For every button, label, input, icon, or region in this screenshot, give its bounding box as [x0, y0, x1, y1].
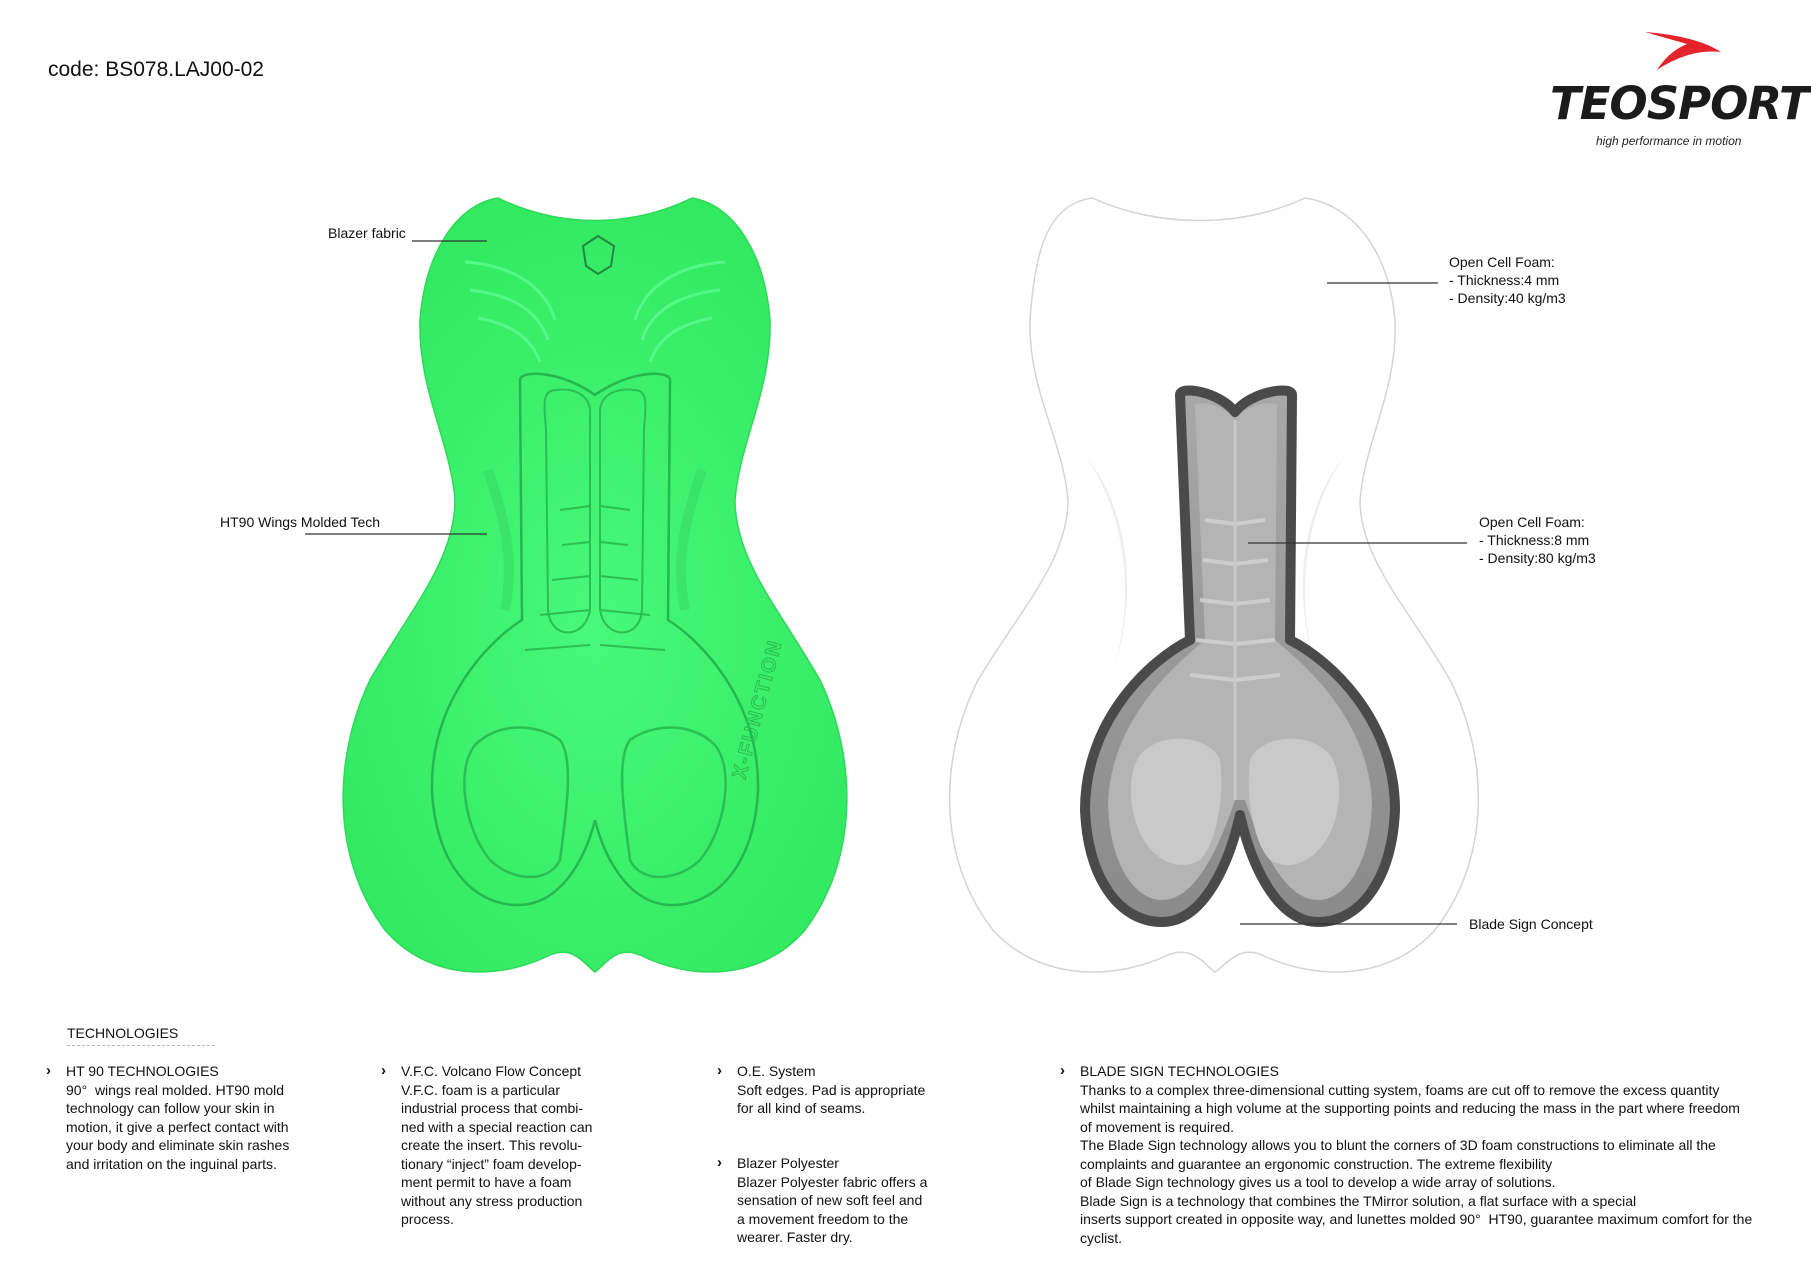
- tech-vfc-line: ned with a special reaction can: [401, 1118, 593, 1135]
- tech-oe-system: › O.E. System Soft edges. Pad is appropri…: [717, 1062, 977, 1118]
- tech-blade-sign: › BLADE SIGN TECHNOLOGIES Thanks to a com…: [1060, 1062, 1800, 1247]
- foam-mid-line-3: - Density:80 kg/m3: [1479, 550, 1596, 566]
- tech-vfc-line: without any stress production: [401, 1192, 583, 1209]
- tech-blazer-line: sensation of new soft feel and: [737, 1192, 923, 1208]
- section-divider: [67, 1045, 215, 1046]
- tech-vfc-line: tionary “inject” foam develop-: [401, 1155, 582, 1172]
- tech-blade-line: inserts support created in opposite way,…: [1080, 1211, 1753, 1227]
- left-chamois-pad: X-FUNCTION: [342, 197, 848, 973]
- tech-blade-line: whilst maintaining a high volume at the …: [1080, 1100, 1740, 1116]
- callout-blade-sign: Blade Sign Concept: [1469, 916, 1593, 932]
- left-pad-outline: [342, 197, 848, 973]
- tech-vfc-line: ment permit to have a foam: [401, 1174, 572, 1190]
- tech-blazer-line: Blazer Polyester fabric offers a: [737, 1173, 928, 1190]
- foam-mid-line-1: Open Cell Foam:: [1479, 514, 1585, 530]
- callout-foam-top: Open Cell Foam: - Thickness:4 mm - Densi…: [1449, 253, 1566, 307]
- tech-vfc-line: process.: [401, 1211, 454, 1227]
- tech-blade-line: The Blade Sign technology allows you to …: [1080, 1137, 1716, 1153]
- foam-top-line-1: Open Cell Foam:: [1449, 254, 1555, 270]
- brand-logo: TEOSPORT high performance in motion: [1548, 30, 1810, 150]
- pad-emblem-icon: [581, 234, 616, 276]
- chevron-right-icon: ›: [717, 1154, 722, 1171]
- tech-vfc: › V.F.C. Volcano Flow Concept V.F.C. foam…: [381, 1062, 641, 1229]
- tech-ht90-line: your body and eliminate skin rashes: [66, 1137, 290, 1153]
- foam-top-line-2: - Thickness:4 mm: [1449, 272, 1560, 288]
- tech-ht90-title: HT 90 TECHNOLOGIES: [66, 1063, 219, 1079]
- product-code: code: BS078.LAJ00-02: [48, 58, 264, 81]
- tech-vfc-line: industrial process that combi-: [401, 1100, 584, 1116]
- tech-ht90: › HT 90 TECHNOLOGIES 90° wings real molde…: [46, 1062, 346, 1173]
- chevron-right-icon: ›: [46, 1062, 51, 1079]
- tech-oe-line: Soft edges. Pad is appropriate: [737, 1081, 926, 1098]
- tech-ht90-line: and irritation on the inguinal parts.: [66, 1155, 277, 1172]
- logo-wordmark: TEOSPORT: [1550, 77, 1810, 130]
- chevron-right-icon: ›: [381, 1062, 386, 1079]
- tech-blade-line: complaints and guarantee an ergonomic co…: [1080, 1155, 1553, 1172]
- tech-blade-line: Thanks to a complex three-dimensional cu…: [1080, 1081, 1720, 1098]
- tech-blazer-polyester: › Blazer Polyester Blazer Polyester fabri…: [717, 1154, 977, 1247]
- tech-blazer-title: Blazer Polyester: [737, 1155, 839, 1171]
- callout-blazer-fabric: Blazer fabric: [328, 225, 406, 241]
- foam-top-line-3: - Density:40 kg/m3: [1449, 290, 1566, 306]
- tech-blade-line: Blade Sign is a technology that combines…: [1080, 1192, 1637, 1209]
- chevron-right-icon: ›: [717, 1062, 722, 1079]
- callout-ht90-wings: HT90 Wings Molded Tech: [220, 514, 381, 530]
- tech-blade-line: cyclist.: [1080, 1229, 1122, 1246]
- tech-blazer-line: wearer. Faster dry.: [737, 1229, 853, 1245]
- tech-blade-line: of movement is required.: [1080, 1118, 1235, 1135]
- tech-blazer-line: a movement freedom to the: [737, 1210, 909, 1227]
- foam-mid-line-2: - Thickness:8 mm: [1479, 532, 1590, 548]
- tech-blade-title: BLADE SIGN TECHNOLOGIES: [1080, 1063, 1279, 1079]
- tech-blade-line: of Blade Sign technology gives us a tool…: [1080, 1174, 1556, 1190]
- right-chamois-pad: [948, 197, 1480, 973]
- chevron-right-icon: ›: [1060, 1062, 1065, 1079]
- logo-swoosh-icon: [1645, 32, 1721, 70]
- callout-foam-mid: Open Cell Foam: - Thickness:8 mm - Densi…: [1479, 513, 1596, 567]
- callout-leaders: [305, 240, 1467, 925]
- tech-ht90-line: 90° wings real molded. HT90 mold: [66, 1081, 285, 1098]
- tech-vfc-line: create the insert. This revolu-: [401, 1137, 583, 1153]
- tech-ht90-line: motion, it give a perfect contact with: [66, 1118, 289, 1135]
- tech-vfc-line: V.F.C. foam is a particular: [401, 1081, 560, 1098]
- tech-ht90-line: technology can follow your skin in: [66, 1100, 275, 1116]
- tech-oe-line: for all kind of seams.: [737, 1100, 866, 1116]
- section-title: TECHNOLOGIES: [67, 1025, 179, 1041]
- tech-oe-title: O.E. System: [737, 1063, 816, 1079]
- logo-tagline: high performance in motion: [1596, 134, 1742, 148]
- tech-vfc-title: V.F.C. Volcano Flow Concept: [401, 1063, 582, 1079]
